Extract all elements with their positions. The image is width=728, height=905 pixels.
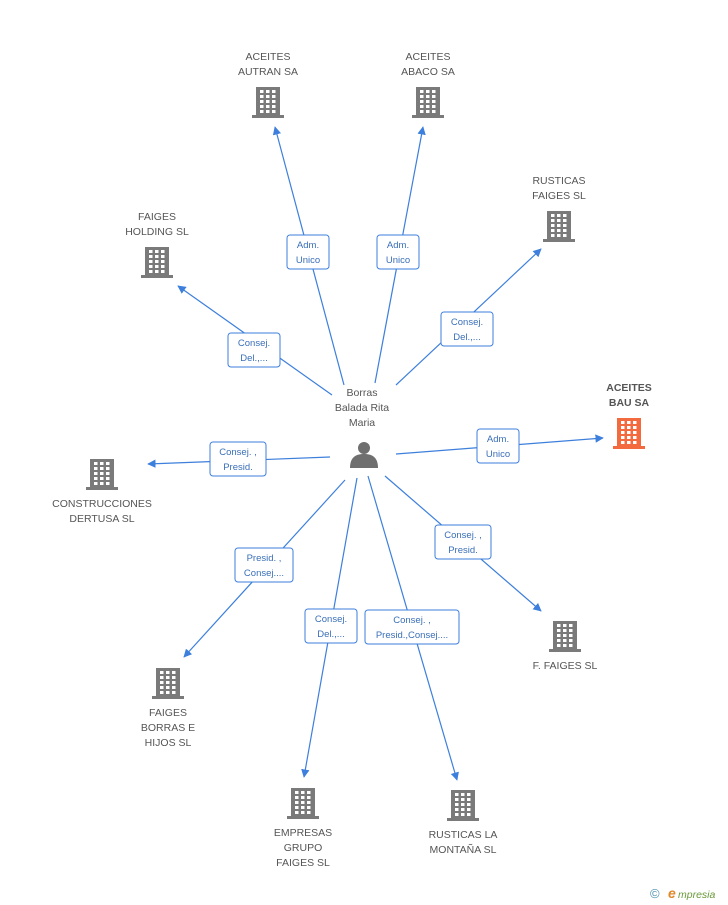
company-node-aceites-autran[interactable]: ACEITES AUTRAN SA xyxy=(238,51,298,118)
role-label-box xyxy=(364,609,460,645)
company-node-rusticas-montana[interactable]: RUSTICAS LA MONTAÑA SL xyxy=(429,790,498,856)
role-label-text: Consej. , xyxy=(219,447,257,458)
role-label-text: Unico xyxy=(486,449,510,460)
building-icon xyxy=(549,621,581,652)
brand-initial: e xyxy=(668,885,676,901)
company-name-line: EMPRESAS xyxy=(274,827,332,839)
center-name-line-2: Balada Rita xyxy=(335,402,389,414)
building-icon xyxy=(613,418,645,449)
role-label-aceites-autran[interactable]: Adm. Unico xyxy=(286,234,330,270)
role-label-box xyxy=(376,234,420,270)
role-label-empresas-grupo[interactable]: Consej. Del.,... xyxy=(304,608,358,644)
building-icon xyxy=(412,87,444,118)
company-name-line: CONSTRUCCIONES xyxy=(52,498,152,510)
footer-brand[interactable]: © e mpresia xyxy=(650,885,716,901)
role-label-text: Consej. xyxy=(238,338,270,349)
role-label-box xyxy=(440,311,494,347)
company-name-line: ABACO SA xyxy=(401,66,455,78)
company-node-f-faiges[interactable]: F. FAIGES SL xyxy=(533,621,598,672)
role-label-text: Presid. xyxy=(448,545,478,556)
company-node-aceites-bau[interactable]: ACEITES BAU SA xyxy=(606,382,652,449)
company-name-line: RUSTICAS xyxy=(532,175,585,187)
role-label-text: Del.,... xyxy=(453,332,480,343)
company-name-line: BAU SA xyxy=(609,397,650,409)
company-name-line: BORRAS E xyxy=(141,722,195,734)
building-icon xyxy=(152,668,184,699)
company-name-line: GRUPO xyxy=(284,842,323,854)
company-node-aceites-abaco[interactable]: ACEITES ABACO SA xyxy=(401,51,455,118)
company-name-line: FAIGES SL xyxy=(276,857,330,869)
company-name-line: AUTRAN SA xyxy=(238,66,298,78)
role-label-text: Consej. , xyxy=(444,530,482,541)
role-label-construcciones-dertusa[interactable]: Consej. , Presid. xyxy=(209,441,267,477)
role-label-text: Unico xyxy=(296,255,320,266)
role-label-box xyxy=(209,441,267,477)
company-name-line: HOLDING SL xyxy=(125,226,189,238)
role-label-box xyxy=(476,428,520,464)
role-label-box xyxy=(227,332,281,368)
role-label-text: Consej. xyxy=(451,317,483,328)
company-node-empresas-grupo[interactable]: EMPRESAS GRUPO FAIGES SL xyxy=(274,788,332,869)
role-label-box xyxy=(286,234,330,270)
role-label-faiges-holding[interactable]: Consej. Del.,... xyxy=(227,332,281,368)
role-label-text: Presid.,Consej.... xyxy=(376,630,448,641)
role-label-text: Unico xyxy=(386,255,410,266)
building-icon xyxy=(252,87,284,118)
role-label-box xyxy=(234,547,294,583)
company-node-faiges-borras[interactable]: FAIGES BORRAS E HIJOS SL xyxy=(141,668,195,749)
role-label-box xyxy=(434,524,492,560)
company-name-line: FAIGES xyxy=(138,211,176,223)
building-icon xyxy=(86,459,118,490)
role-label-aceites-bau[interactable]: Adm. Unico xyxy=(476,428,520,464)
role-label-text: Del.,... xyxy=(240,353,267,364)
role-label-text: Del.,... xyxy=(317,629,344,640)
role-label-text: Adm. xyxy=(387,240,409,251)
role-label-box xyxy=(304,608,358,644)
role-label-f-faiges[interactable]: Consej. , Presid. xyxy=(434,524,492,560)
company-name-line: FAIGES xyxy=(149,707,187,719)
company-name-line: DERTUSA SL xyxy=(69,513,134,525)
company-name-line: HIJOS SL xyxy=(145,737,192,749)
copyright-icon: © xyxy=(650,886,660,901)
company-name-line: F. FAIGES SL xyxy=(533,660,598,672)
center-person[interactable]: Borras Balada Rita Maria xyxy=(335,387,389,468)
company-name-line: FAIGES SL xyxy=(532,190,586,202)
building-icon xyxy=(447,790,479,821)
role-label-faiges-borras[interactable]: Presid. , Consej.... xyxy=(234,547,294,583)
building-icon xyxy=(543,211,575,242)
role-label-aceites-abaco[interactable]: Adm. Unico xyxy=(376,234,420,270)
brand-name: mpresia xyxy=(678,889,716,901)
building-icon xyxy=(141,247,173,278)
role-label-text: Consej. xyxy=(315,614,347,625)
role-label-text: Adm. xyxy=(297,240,319,251)
company-name-line: MONTAÑA SL xyxy=(430,843,497,856)
role-label-text: Consej.... xyxy=(244,568,284,579)
company-node-faiges-holding[interactable]: FAIGES HOLDING SL xyxy=(125,211,189,278)
person-icon xyxy=(350,442,378,468)
building-icon xyxy=(287,788,319,819)
company-node-rusticas-faiges[interactable]: RUSTICAS FAIGES SL xyxy=(532,175,586,242)
company-name-line: ACEITES xyxy=(406,51,451,63)
company-name-line: ACEITES xyxy=(246,51,291,63)
role-label-rusticas-faiges[interactable]: Consej. Del.,... xyxy=(440,311,494,347)
role-label-text: Adm. xyxy=(487,434,509,445)
company-name-line: ACEITES xyxy=(606,382,652,394)
role-label-rusticas-montana[interactable]: Consej. , Presid.,Consej.... xyxy=(364,609,460,645)
role-label-text: Presid. xyxy=(223,462,253,473)
company-node-construcciones-dertusa[interactable]: CONSTRUCCIONES DERTUSA SL xyxy=(52,459,152,525)
center-name-line-1: Borras xyxy=(347,387,378,399)
company-name-line: RUSTICAS LA xyxy=(429,829,498,841)
center-name-line-3: Maria xyxy=(349,417,375,429)
role-label-text: Consej. , xyxy=(393,615,431,626)
role-label-text: Presid. , xyxy=(247,553,282,564)
